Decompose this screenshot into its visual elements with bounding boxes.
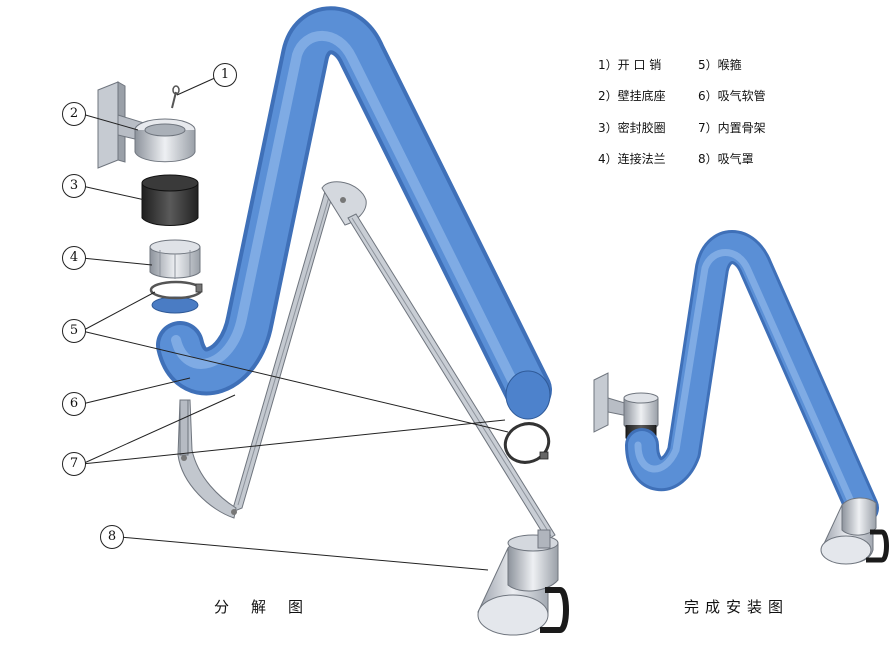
suction-hood-part [477, 529, 569, 636]
callout-7: 7 [62, 452, 86, 476]
cotter-pin-part [171, 85, 180, 109]
legend-item-4: 4）连接法兰 [598, 152, 666, 166]
assembled-suction-hood [820, 497, 889, 565]
connecting-flange-part [149, 239, 201, 279]
legend-item-3: 3）密封胶圈 [598, 121, 666, 135]
callout-4: 4 [62, 246, 86, 270]
callout-5: 5 [62, 319, 86, 343]
hose-clamp-part-right [503, 422, 551, 464]
callout-1: 1 [213, 63, 237, 87]
hose-clamp-part-top [149, 280, 203, 300]
legend-item-5: 5）喉箍 [698, 58, 742, 72]
assembled-hose [625, 230, 879, 525]
legend-item-7: 7）内置骨架 [698, 121, 766, 135]
caption-assembled-view: 完成安装图 [684, 598, 790, 616]
callout-6: 6 [62, 392, 86, 416]
sealing-gasket-part [141, 174, 199, 226]
leader-lines [81, 76, 509, 571]
exploded-hose [151, 6, 552, 420]
callout-3: 3 [62, 174, 86, 198]
caption-exploded-view: 分解图 [214, 598, 326, 616]
callout-8: 8 [100, 525, 124, 549]
legend-item-6: 6）吸气软管 [698, 89, 766, 103]
legend-item-2: 2）壁挂底座 [598, 89, 666, 103]
legend-item-1: 1）开 口 销 [598, 58, 662, 72]
callout-2: 2 [62, 102, 86, 126]
wall-bracket-part [97, 81, 196, 169]
internal-skeleton-part [177, 181, 556, 541]
legend-item-8: 8）吸气罩 [698, 152, 754, 166]
